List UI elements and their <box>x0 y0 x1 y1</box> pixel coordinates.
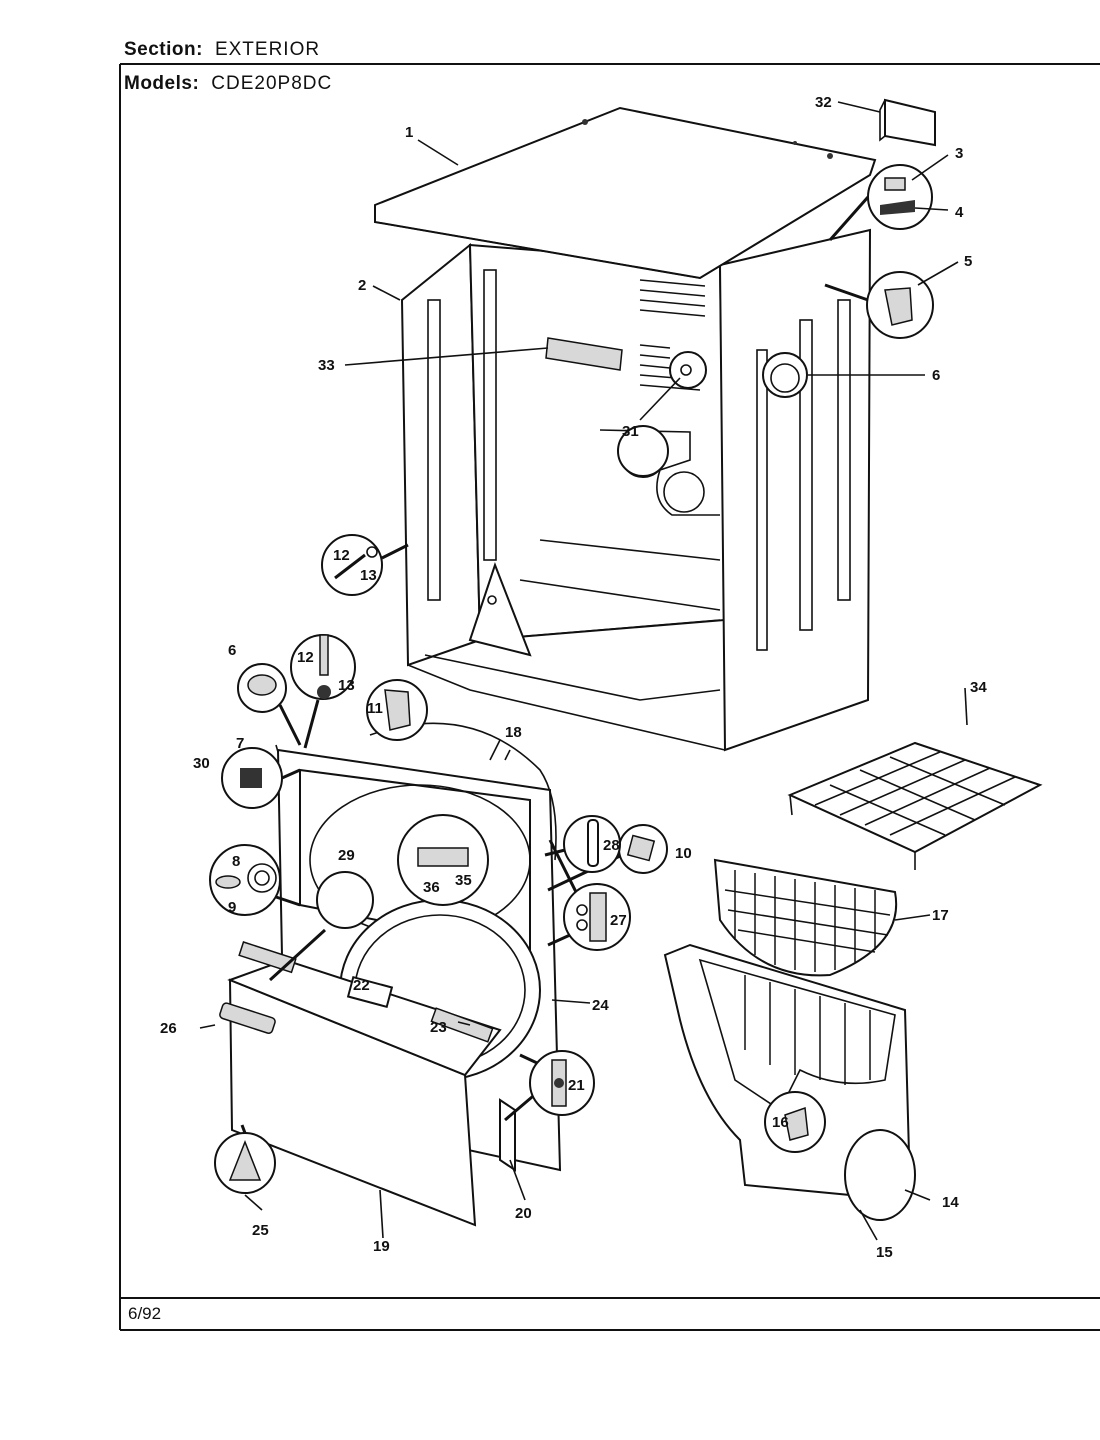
label-27: 27 <box>610 912 627 929</box>
label-20: 20 <box>515 1205 532 1222</box>
label-30: 30 <box>193 755 210 772</box>
label-11: 11 <box>367 700 383 717</box>
inset-11 <box>366 679 428 741</box>
label-2: 2 <box>358 277 366 294</box>
inset-12-13-cabinet <box>321 534 409 596</box>
exhaust-duct <box>663 943 916 1221</box>
part-32-bracket <box>879 98 936 147</box>
label-28: 28 <box>603 837 620 854</box>
label-18: 18 <box>505 724 522 741</box>
revision-date: 6/92 <box>128 1304 162 1323</box>
inset-6-knob <box>237 663 302 746</box>
leader-lines <box>199 101 968 1241</box>
section-value: EXTERIOR <box>214 39 321 60</box>
models-header: Models: CDE20P8DC <box>124 73 332 95</box>
label-12-front: 12 <box>297 649 314 666</box>
inset-21 <box>529 1050 595 1116</box>
inset-10-bracket <box>617 425 669 477</box>
drying-rack <box>787 741 1043 870</box>
label-6-cabinet: 6 <box>932 367 940 384</box>
inset-12-13-screw <box>290 634 356 749</box>
inset-5 <box>824 271 934 339</box>
inset-3-4 <box>828 164 933 241</box>
models-value: CDE20P8DC <box>211 73 333 94</box>
label-12-cabinet: 12 <box>333 547 350 564</box>
label-14: 14 <box>942 1194 959 1211</box>
inset-29 <box>316 871 374 929</box>
label-13-cabinet: 13 <box>360 567 377 584</box>
label-4: 4 <box>955 204 964 221</box>
part-number-labels: 1 2 3 4 5 6 6 7 8 9 10 11 12 13 12 13 14… <box>160 94 987 1261</box>
label-25: 25 <box>252 1222 269 1239</box>
inset-10-plate-circle-visible <box>547 824 668 892</box>
label-1: 1 <box>405 124 413 141</box>
label-13-front: 13 <box>338 677 355 694</box>
label-7: 7 <box>236 735 244 752</box>
label-3: 3 <box>955 145 963 162</box>
inset-27 <box>547 883 631 951</box>
section-label: Section: <box>124 39 203 60</box>
label-5: 5 <box>964 253 972 270</box>
label-32: 32 <box>815 94 832 111</box>
front-panel <box>219 722 592 1227</box>
label-34: 34 <box>970 679 987 696</box>
inset-30 <box>221 747 301 809</box>
label-23: 23 <box>430 1019 447 1036</box>
label-33: 33 <box>318 357 335 374</box>
label-26: 26 <box>160 1020 177 1037</box>
label-19: 19 <box>373 1238 390 1255</box>
section-header: Section: EXTERIOR <box>124 39 320 61</box>
label-31: 31 <box>622 423 639 440</box>
top-panel <box>374 106 877 280</box>
label-35: 35 <box>455 872 472 889</box>
label-29: 29 <box>338 847 355 864</box>
models-label: Models: <box>124 73 200 94</box>
lint-filter <box>713 858 898 977</box>
label-8: 8 <box>232 853 240 870</box>
label-24: 24 <box>592 997 609 1014</box>
label-15: 15 <box>876 1244 893 1261</box>
inset-35-36 <box>397 814 489 906</box>
page-frame <box>119 63 1100 1331</box>
label-22: 22 <box>353 977 370 994</box>
label-17: 17 <box>932 907 949 924</box>
inset-25 <box>214 1124 276 1194</box>
label-16: 16 <box>772 1114 789 1131</box>
inset-28 <box>544 815 621 873</box>
label-36: 36 <box>423 879 440 896</box>
label-10: 10 <box>675 845 692 862</box>
inset-8-9 <box>209 844 281 916</box>
cabinet <box>400 228 872 752</box>
label-21: 21 <box>568 1077 585 1094</box>
label-9: 9 <box>228 899 236 916</box>
label-6-front: 6 <box>228 642 236 659</box>
